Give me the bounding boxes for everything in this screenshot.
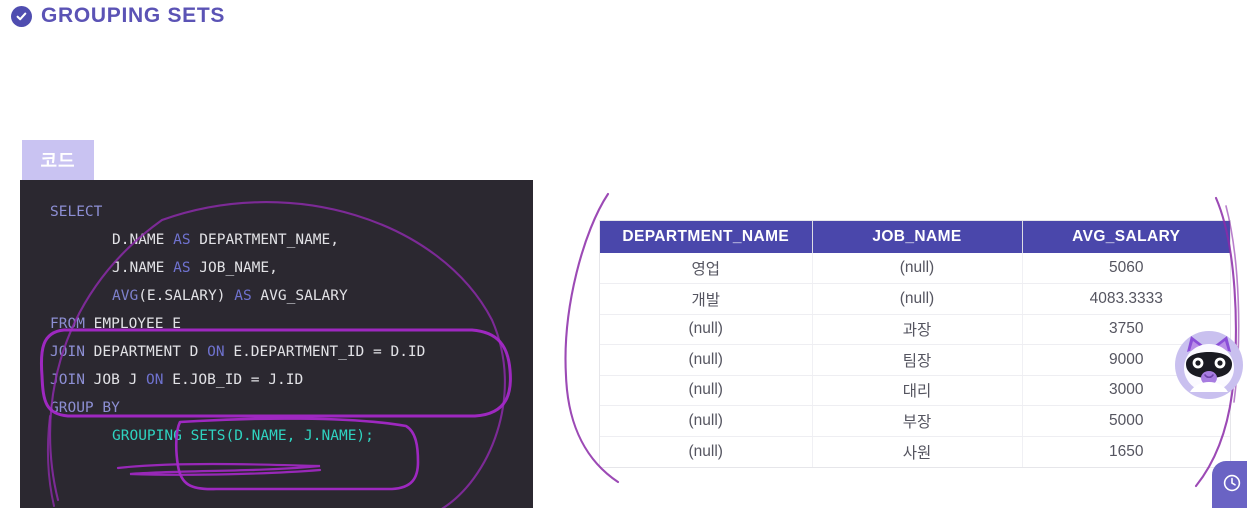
corner-timer-widget[interactable]	[1212, 461, 1247, 508]
cell-department-name: (null)	[600, 375, 813, 406]
code-token: (E.SALARY)	[138, 288, 235, 304]
cell-job-name: (null)	[812, 283, 1023, 315]
cell-department-name: (null)	[600, 405, 813, 437]
code-token: GROUP BY	[50, 400, 120, 416]
code-token: GROUPING SETS(D.NAME, J.NAME);	[112, 428, 374, 444]
page-title: GROUPING SETS	[41, 4, 226, 27]
code-line-7: GROUP BY	[50, 394, 533, 422]
code-line-1: D.NAME AS DEPARTMENT_NAME,	[50, 226, 533, 254]
code-line-0: SELECT	[50, 198, 533, 226]
cell-department-name: 개발	[600, 283, 813, 315]
code-token: J.NAME	[112, 260, 174, 276]
cell-avg-salary: 1650	[1022, 436, 1230, 467]
cell-job-name: 부장	[812, 405, 1023, 437]
raccoon-avatar-icon	[1175, 331, 1243, 399]
code-token: JOIN	[50, 372, 85, 388]
column-header-department-name: DEPARTMENT_NAME	[600, 221, 813, 253]
table-header-row: DEPARTMENT_NAME JOB_NAME AVG_SALARY	[600, 221, 1230, 253]
cell-job-name: 대리	[812, 375, 1023, 406]
cell-department-name: 영업	[600, 253, 813, 284]
cell-department-name: (null)	[600, 314, 813, 345]
code-token: AVG	[112, 288, 139, 304]
code-section-tab-label: 코드	[40, 151, 76, 171]
column-header-avg-salary: AVG_SALARY	[1022, 221, 1230, 253]
cell-department-name: (null)	[600, 344, 813, 376]
cell-department-name: (null)	[600, 436, 813, 467]
code-token: E.DEPARTMENT_ID = D.ID	[224, 344, 426, 360]
code-line-8: GROUPING SETS(D.NAME, J.NAME);	[50, 422, 533, 450]
cell-job-name: 팀장	[812, 344, 1023, 376]
code-line-3: AVG(E.SALARY) AS AVG_SALARY	[50, 282, 533, 310]
code-token: SELECT	[50, 204, 103, 220]
check-circle-icon	[11, 5, 32, 27]
cell-avg-salary: 5000	[1022, 405, 1230, 437]
table-row: 영업(null)5060	[600, 253, 1230, 284]
code-token: AVG_SALARY	[251, 288, 348, 304]
code-line-6: JOIN JOB J ON E.JOB_ID = J.ID	[50, 366, 533, 394]
code-token: JOB_NAME,	[190, 260, 278, 276]
column-header-job-name: JOB_NAME	[812, 221, 1023, 253]
code-line-5: JOIN DEPARTMENT D ON E.DEPARTMENT_ID = D…	[50, 338, 533, 366]
cell-avg-salary: 5060	[1022, 253, 1230, 284]
code-token: E.JOB_ID = J.ID	[163, 372, 304, 388]
cell-avg-salary: 4083.3333	[1022, 283, 1230, 315]
code-token: AS	[234, 288, 252, 304]
code-token: EMPLOYEE E	[84, 316, 181, 332]
code-line-2: J.NAME AS JOB_NAME,	[50, 254, 533, 282]
code-token: ON	[146, 372, 164, 388]
code-token: FROM	[50, 316, 85, 332]
clock-icon	[1223, 474, 1241, 492]
cell-job-name: 사원	[812, 436, 1023, 467]
code-token: AS	[173, 232, 191, 248]
code-line-4: FROM EMPLOYEE E	[50, 310, 533, 338]
cell-job-name: (null)	[812, 253, 1023, 284]
code-token: ON	[207, 344, 225, 360]
code-section-tab: 코드	[22, 140, 94, 180]
code-token: D.NAME	[112, 232, 174, 248]
code-token: JOB J	[84, 372, 147, 388]
table-row: 개발(null)4083.3333	[600, 283, 1230, 315]
code-token: JOIN	[50, 344, 85, 360]
code-token: DEPARTMENT D	[84, 344, 208, 360]
page-title-row: GROUPING SETS	[11, 4, 225, 28]
code-token: AS	[173, 260, 191, 276]
query-result-table: DEPARTMENT_NAME JOB_NAME AVG_SALARY 영업(n…	[600, 221, 1230, 467]
code-token: DEPARTMENT_NAME,	[190, 232, 339, 248]
cell-job-name: 과장	[812, 314, 1023, 345]
